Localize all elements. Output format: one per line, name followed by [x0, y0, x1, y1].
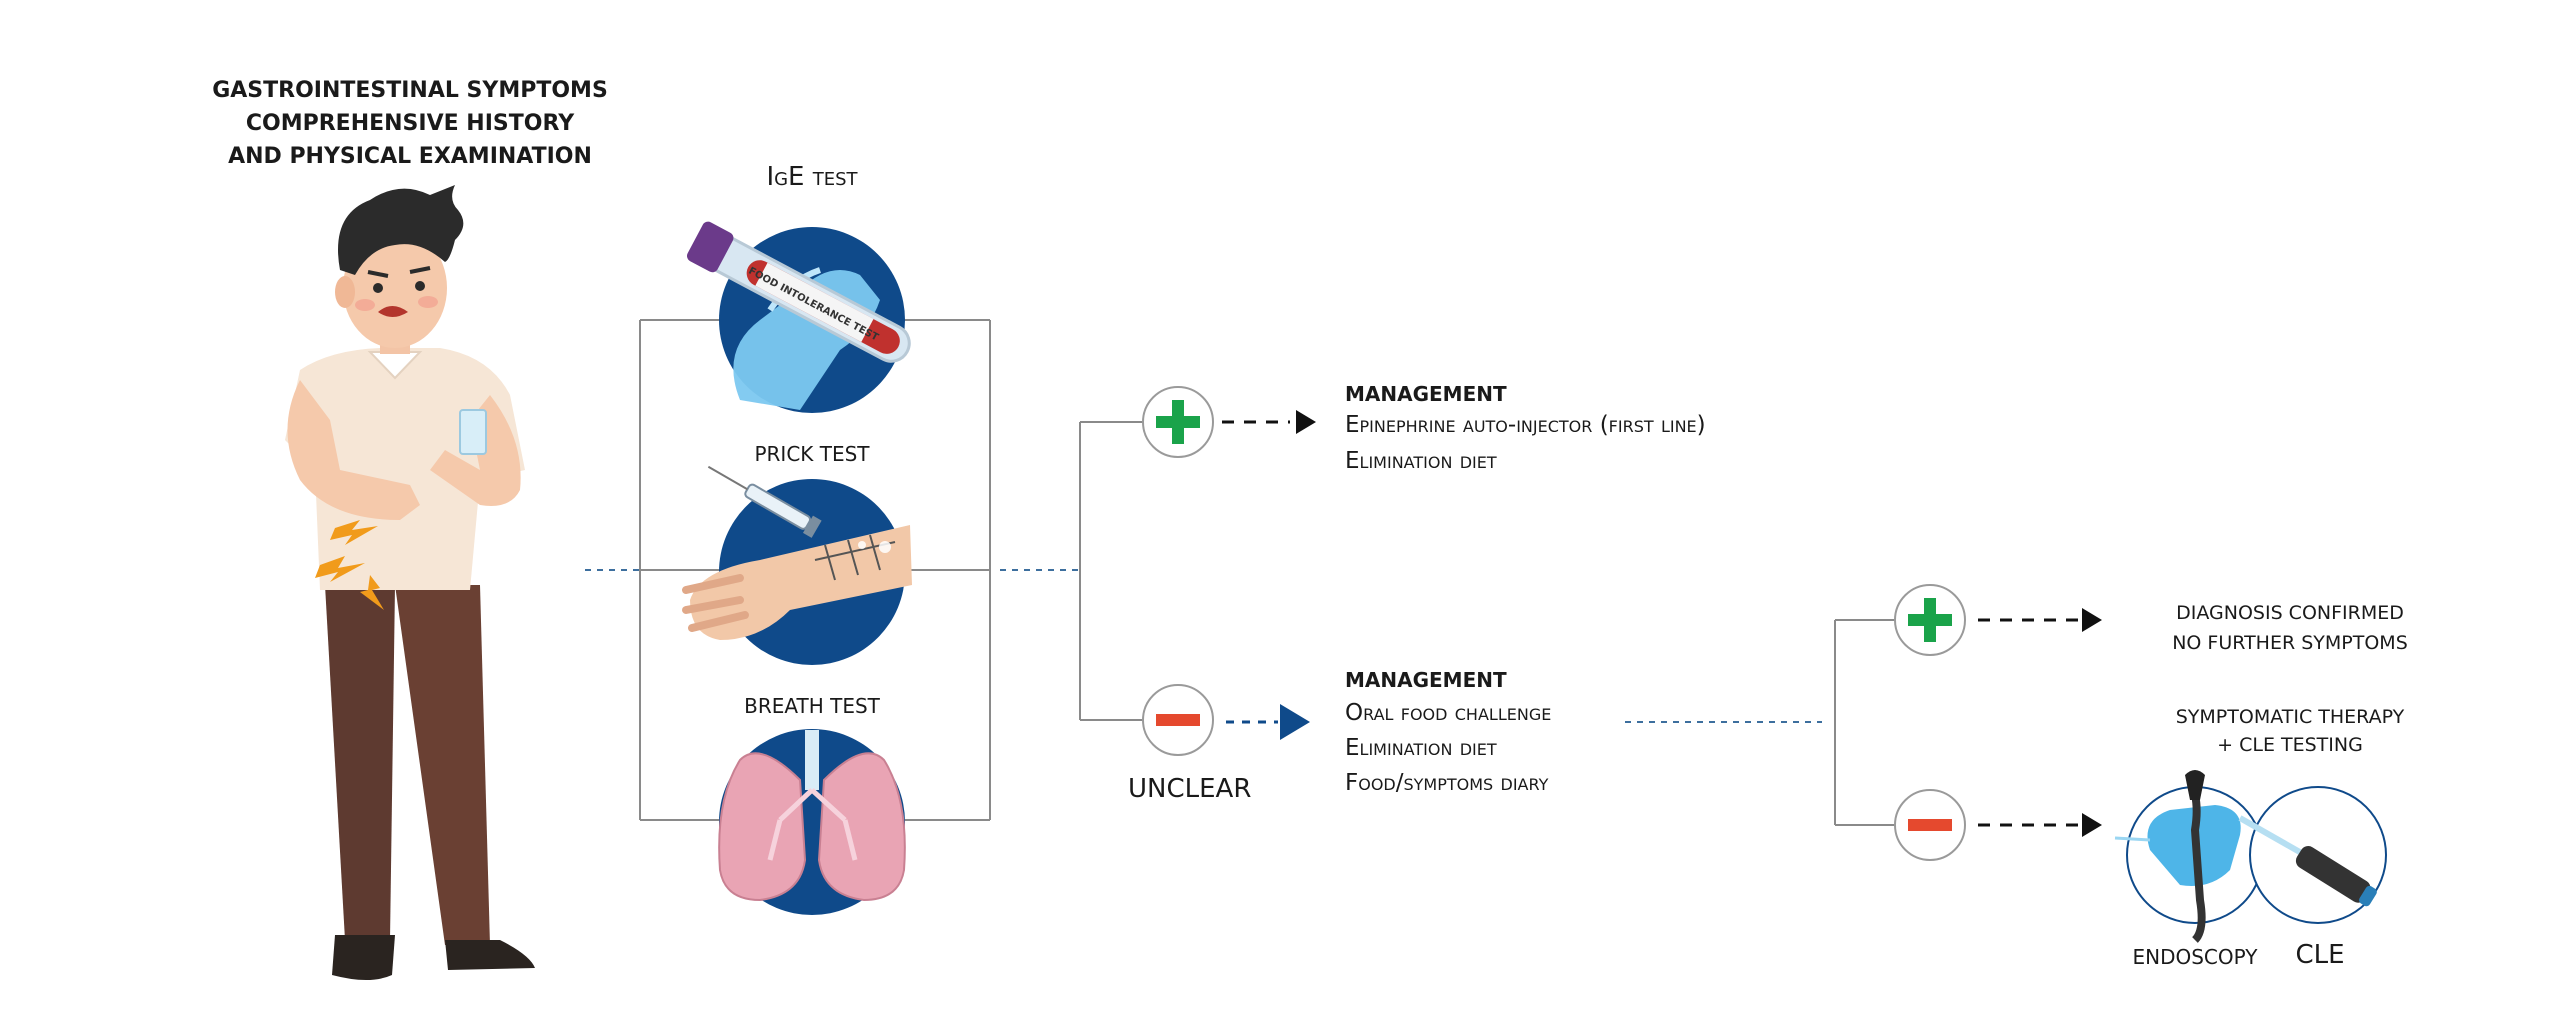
decision-positive-icon: [1142, 386, 1214, 458]
followup-negative-line-2: + CLE TESTING: [2217, 734, 2363, 756]
followup-positive-icon: [1894, 584, 1966, 656]
page-title: GASTROINTESTINAL SYMPTOMS COMPREHENSIVE …: [200, 74, 620, 173]
arrowhead-followup-negative: [2082, 813, 2102, 837]
positive-management-item-2: Elimination diet: [1345, 448, 1497, 474]
cle-illustration: [2238, 786, 2387, 924]
negative-management-heading: MANAGEMENT: [1345, 668, 1507, 692]
followup-negative-line-1: SYMPTOMATIC THERAPY: [2175, 706, 2405, 728]
followup-negative-icon: [1894, 789, 1966, 861]
prick-test-label: PRICK TEST: [754, 442, 870, 466]
negative-management-item-1: Oral food challenge: [1345, 700, 1552, 726]
ige-test-label: IgE test: [766, 162, 858, 192]
negative-management-item-2: Elimination diet: [1345, 735, 1497, 761]
title-line-3: AND PHYSICAL EXAMINATION: [228, 144, 592, 169]
followup-bracket: [1834, 619, 1895, 826]
negative-management-item-3: Food/symptoms diary: [1345, 770, 1549, 796]
positive-management-item-1: Epinephrine auto-injector (first line): [1345, 412, 1706, 438]
followup-positive-line-1: DIAGNOSIS CONFIRMED: [2176, 602, 2404, 624]
endoscopy-illustration: [2114, 770, 2264, 943]
cle-label: CLE: [2295, 940, 2345, 970]
patient-illustration: [285, 185, 535, 980]
title-line-2: COMPREHENSIVE HISTORY: [245, 111, 575, 136]
arrowhead-negative: [1280, 704, 1310, 740]
positive-management-heading: MANAGEMENT: [1345, 382, 1507, 406]
breath-test-illustration: [718, 729, 906, 915]
arrowhead-followup-positive: [2082, 608, 2102, 632]
title-line-1: GASTROINTESTINAL SYMPTOMS: [212, 78, 608, 103]
decision-bracket: [1079, 421, 1143, 721]
unclear-label: UNCLEAR: [1128, 774, 1252, 804]
prick-test-illustration: [682, 465, 912, 665]
ige-test-illustration: FOOD INTOLERANCE TEST: [687, 221, 911, 413]
decision-negative-icon: [1142, 684, 1214, 756]
followup-positive-line-2: NO FURTHER SYMPTOMS: [2172, 632, 2408, 654]
arrowhead-positive: [1296, 410, 1316, 434]
breath-test-label: BREATH TEST: [744, 694, 880, 718]
endoscopy-label: ENDOSCOPY: [2132, 945, 2258, 969]
tests-bracket: [639, 319, 991, 821]
